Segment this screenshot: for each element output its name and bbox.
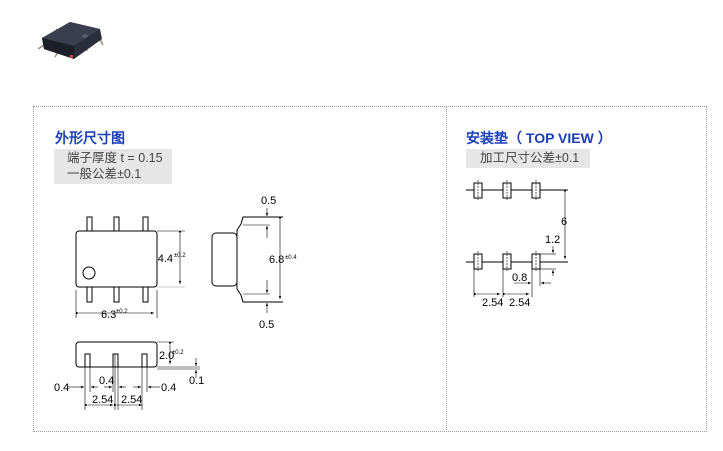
note-general-tolerance: 一般公差±0.1 <box>67 167 142 181</box>
land-dim-pitch2: 2.54 <box>509 297 530 309</box>
content-frame <box>33 106 707 432</box>
land-dim-pad-w: 0.8 <box>512 272 527 284</box>
outline-notes: 端子厚度 t = 0.15 一般公差±0.1 <box>54 149 172 184</box>
land-pattern <box>466 180 568 297</box>
pin1-marker-icon <box>82 266 96 280</box>
land-dim-row-spacing: 6 <box>561 216 567 228</box>
dim-lead-top: 0.5 <box>261 195 276 207</box>
panel-divider <box>446 106 447 432</box>
land-note: 加工尺寸公差±0.1 <box>466 149 590 168</box>
land-dim-pitch1: 2.54 <box>482 297 503 309</box>
dim-lead-bottom: 0.5 <box>259 319 274 331</box>
outline-title: 外形尺寸图 <box>55 130 125 146</box>
dim-overall-tol: ±0.4 <box>285 255 297 261</box>
package-top-view <box>75 216 158 303</box>
product-photo <box>37 22 104 59</box>
dim-overall: 6.8 <box>269 254 284 266</box>
package-side-view <box>211 216 283 303</box>
dim-pitch2: 2.54 <box>121 394 142 406</box>
dim-standoff: 0.1 <box>189 375 204 387</box>
dim-lead-w-mid: 0.4 <box>99 375 114 387</box>
dim-lead-w-left: 0.4 <box>54 382 69 394</box>
dim-thickness: 2.0 <box>159 350 174 362</box>
dim-width: 6.3 <box>101 309 116 321</box>
dim-thickness-tol: ±0.2 <box>172 350 184 356</box>
note-terminal-thickness: 端子厚度 t = 0.15 <box>67 151 163 165</box>
dim-height: 4.4 <box>158 253 173 265</box>
land-dim-pad-len: 1.2 <box>545 234 560 246</box>
land-title: 安装垫（ TOP VIEW ） <box>466 130 612 146</box>
dim-width-tol: ±0.2 <box>116 309 128 315</box>
package-front-view <box>75 341 158 368</box>
dim-lead-w-right: 0.4 <box>161 382 176 394</box>
dim-height-tol: ±0.2 <box>174 253 186 259</box>
dim-pitch1: 2.54 <box>92 394 113 406</box>
